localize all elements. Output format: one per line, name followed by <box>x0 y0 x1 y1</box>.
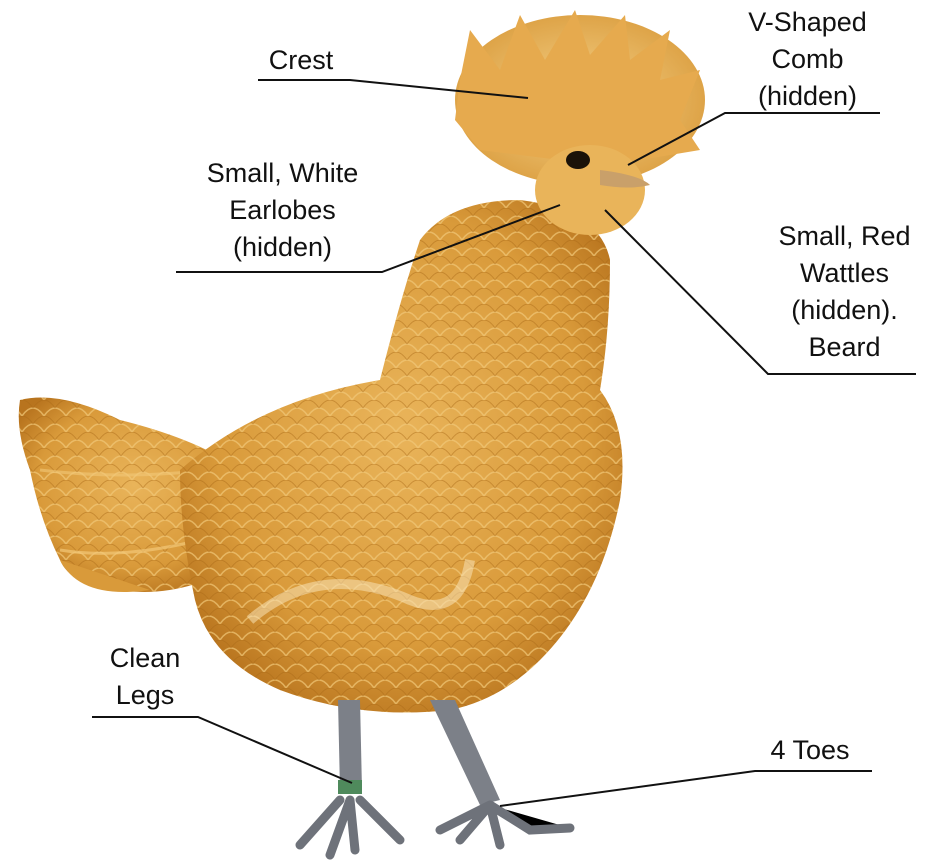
label-toes: 4 Toes <box>750 732 870 769</box>
toes-leader-line <box>500 771 872 806</box>
label-crest: Crest <box>255 42 347 79</box>
chicken-head <box>455 10 705 235</box>
label-wattles: Small, Red Wattles (hidden). Beard <box>752 218 937 366</box>
label-comb: V-Shaped Comb (hidden) <box>720 4 895 115</box>
legs-leader-line <box>92 717 352 783</box>
chicken-body <box>180 200 623 713</box>
label-earlobes: Small, White Earlobes (hidden) <box>180 155 385 266</box>
label-legs: Clean Legs <box>90 640 200 714</box>
